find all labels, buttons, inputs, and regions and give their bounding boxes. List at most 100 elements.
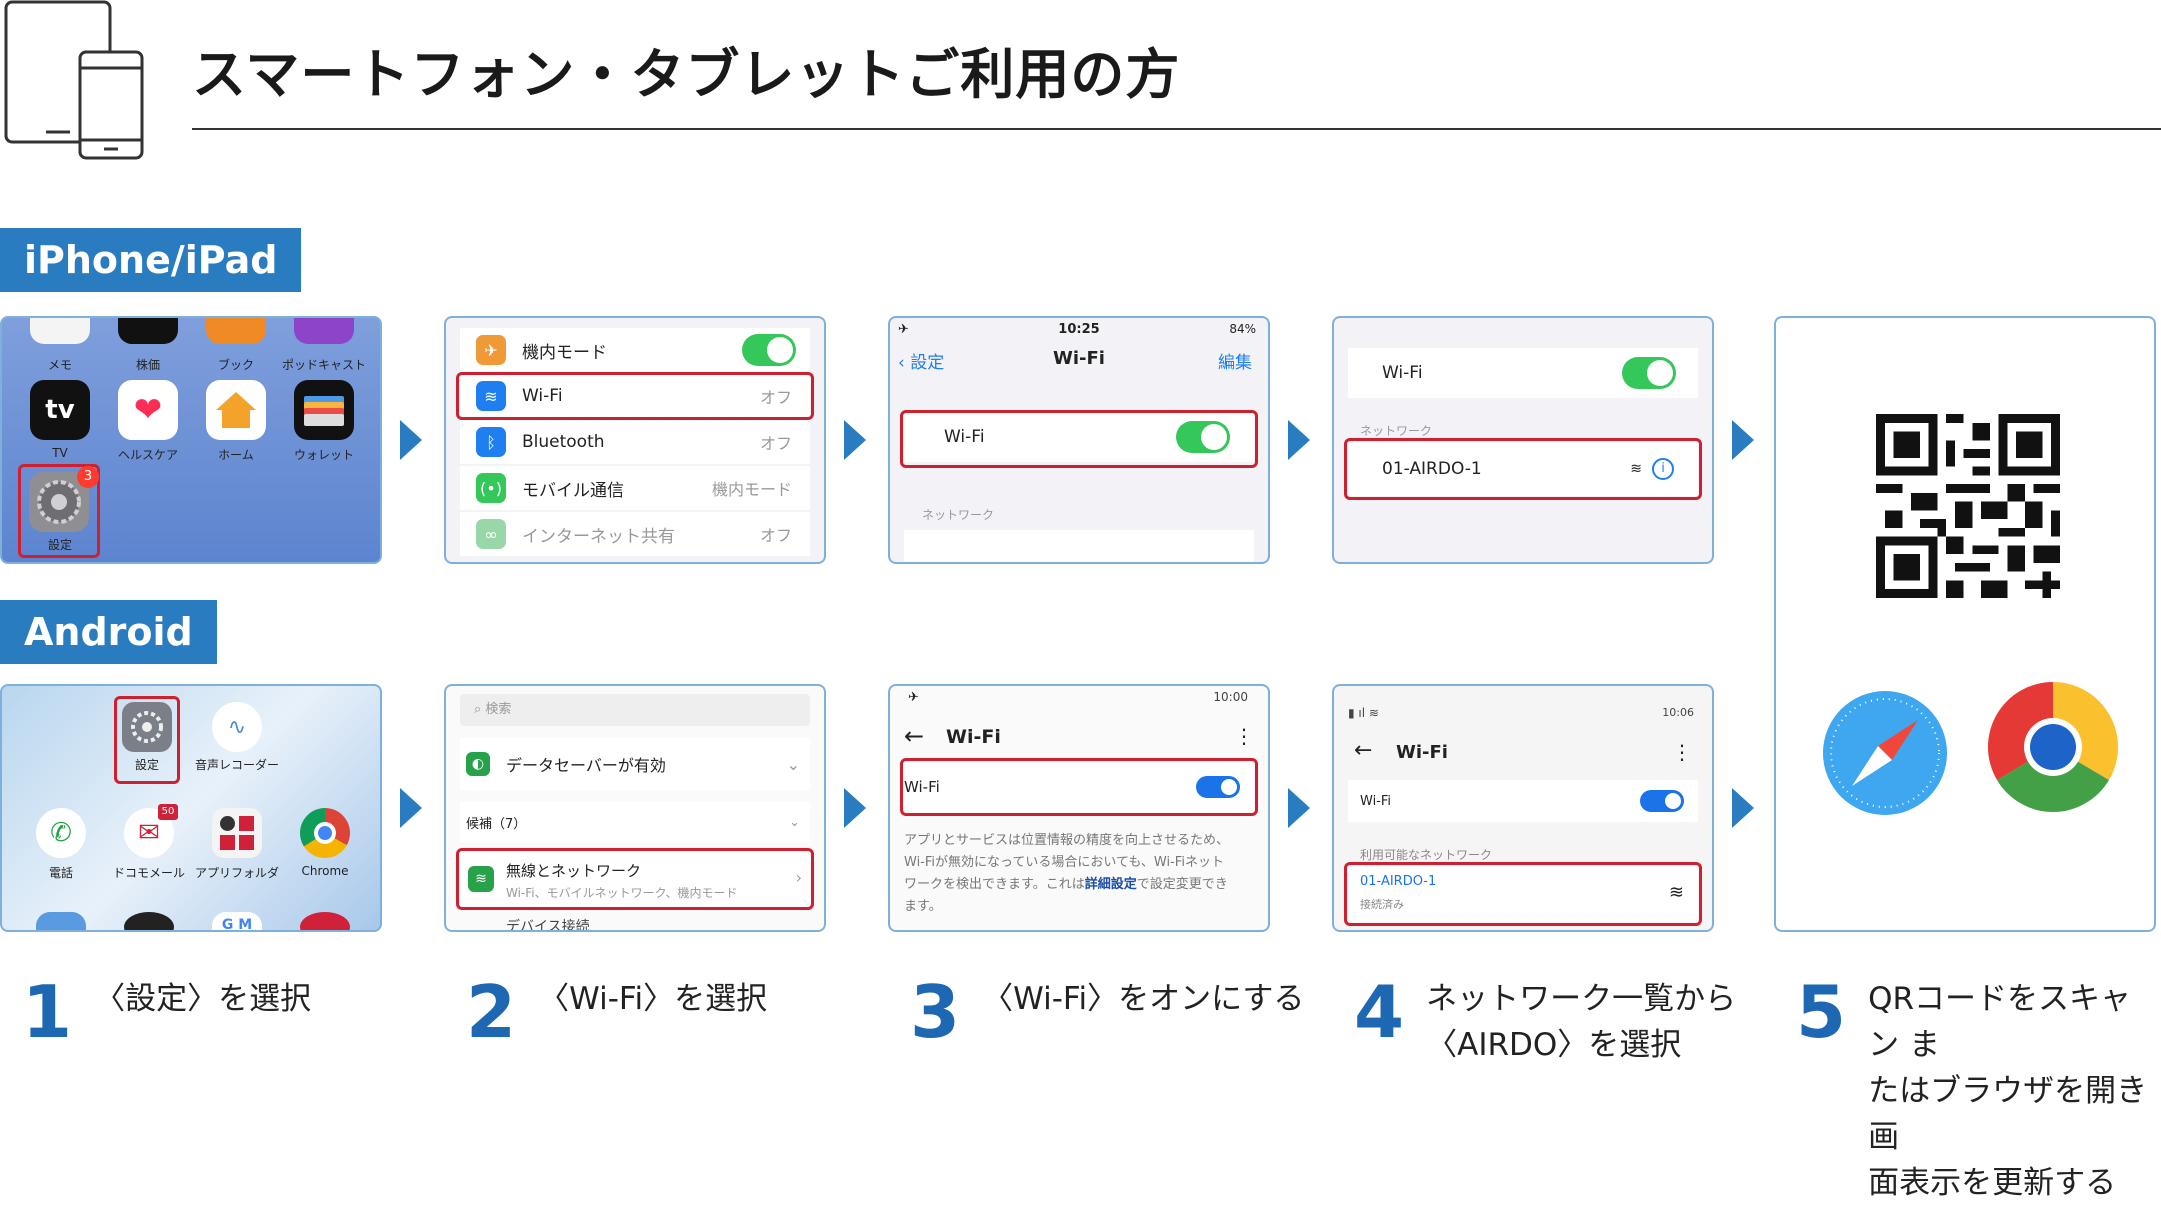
voice-recorder-icon[interactable]: ∿ [212, 702, 262, 752]
app-icon[interactable] [300, 912, 350, 930]
info-icon[interactable]: i [1652, 458, 1674, 480]
wifi-toggle-highlight [900, 410, 1258, 468]
row-value: オフ [759, 434, 792, 453]
wifi-signal-icon: ≋ [1630, 461, 1642, 477]
row-title: 無線とネットワーク [506, 862, 642, 880]
wifi-row[interactable]: Wi-Fi [1348, 348, 1698, 398]
apple-tv-app-icon[interactable]: tv [30, 380, 90, 440]
wifi-row[interactable]: ≋ Wi-Fi オフ [460, 374, 810, 418]
wifi-toggle[interactable] [1640, 790, 1684, 812]
chrome-center [314, 822, 336, 844]
wallet-app-icon[interactable] [294, 380, 354, 440]
wifi-toggle[interactable] [1196, 776, 1240, 798]
wifi-toggle[interactable] [1176, 421, 1230, 453]
network-section-label: ネットワーク [922, 508, 995, 522]
row-label: Wi-Fi [904, 778, 940, 796]
google-folder-icon[interactable]: G M [212, 912, 262, 930]
row-subtitle: Wi-Fi、モバイルネットワーク、機内モード [506, 886, 738, 900]
app-label: ヘルスケア [117, 448, 178, 462]
app-label: 電話 [48, 866, 73, 880]
row-value: 機内モード [711, 480, 792, 499]
network-name: 01-AIRDO-1 [1382, 459, 1482, 479]
wifi-toggle-row[interactable]: Wi-Fi [904, 762, 1254, 812]
ios-wifi-screen: ✈ 10:25 84% ‹ 設定 Wi-Fi 編集 Wi-Fi ネットワーク [888, 316, 1270, 564]
airdo-network-row[interactable]: 01-AIRDO-1 ≋ i [1348, 442, 1698, 496]
advanced-settings-link[interactable]: 詳細設定 [1084, 877, 1137, 892]
status-time: 10:25 [1058, 322, 1100, 337]
step-text: 〈Wi-Fi〉を選択 [538, 976, 767, 1048]
app-icon[interactable] [124, 912, 174, 930]
row-label: Wi-Fi [1360, 793, 1392, 809]
search-input[interactable]: ⌕ 検索 [460, 694, 810, 726]
datasaver-row[interactable]: ◐ データセーバーが有効 ⌄ [460, 738, 810, 790]
more-options-icon[interactable]: ⋮ [1234, 724, 1254, 748]
network-settings-highlight [456, 848, 814, 910]
tv-glyph: tv [45, 395, 75, 425]
suggestions-row[interactable]: 候補（7） ⌄ [460, 802, 810, 842]
folder-app-icon [220, 816, 235, 831]
more-options-icon[interactable]: ⋮ [1672, 740, 1692, 764]
mobile-data-row[interactable]: (•) モバイル通信 機内モード [460, 466, 810, 510]
qr-code-icon[interactable] [1876, 414, 2060, 598]
back-arrow-icon[interactable]: ← [1354, 738, 1373, 763]
step-line: 〈Wi-Fi〉を選択 [538, 981, 768, 1017]
desc-line: アプリとサービスは位置情報の精度を向上させるため、 [904, 833, 1230, 848]
airdo-network-row[interactable]: 01-AIRDO-1 接続済み ≋ [1348, 866, 1698, 922]
airplane-icon: ✈ [476, 335, 506, 365]
android-home-screen: 設定 ∿ 音声レコーダー ✆ ✉ 50 電話 ドコモメール アプリフォルダ Ch… [0, 684, 382, 932]
network-status: 接続済み [1360, 898, 1404, 911]
step-line: 〈設定〉を選択 [94, 981, 312, 1017]
arrow-right-icon [1288, 788, 1310, 828]
android-settings-screen: ⌕ 検索 ◐ データセーバーが有効 ⌄ 候補（7） ⌄ ≋ 無線とネットワーク … [444, 684, 826, 932]
bluetooth-icon: ᛒ [476, 427, 506, 457]
step-number: 3 [910, 970, 961, 1054]
wifi-toggle[interactable] [1622, 357, 1676, 389]
network-settings-row[interactable]: ≋ 無線とネットワーク Wi-Fi、モバイルネットワーク、機内モード › [460, 852, 810, 908]
step-line: ネットワーク一覧から [1426, 981, 1737, 1017]
tablet-phone-icon [4, 0, 144, 160]
chrome-icon[interactable] [1986, 680, 2120, 814]
ios-settings-screen: ✈ 機内モード ≋ Wi-Fi オフ ᛒ Bluetooth オフ (•) モバ… [444, 316, 826, 564]
device-connection-row[interactable]: デバイス接続 [506, 919, 590, 932]
network-highlight [1344, 438, 1702, 500]
chrome-small-icon[interactable] [300, 808, 350, 858]
screen-title: Wi-Fi [1053, 348, 1105, 369]
step-line: QRコードをスキャン ま [1868, 981, 2132, 1063]
step-line: たはブラウザを開き画 [1868, 1073, 2148, 1155]
available-networks-label: 利用可能なネットワーク [1360, 848, 1493, 862]
stocks-app-icon [118, 318, 178, 344]
row-label: Wi-Fi [944, 427, 985, 447]
folder-app-icon [239, 835, 254, 850]
step-text: 〈Wi-Fi〉をオンにする [982, 976, 1304, 1048]
app-label: 株価 [135, 358, 160, 372]
home-app-icon[interactable] [206, 380, 266, 440]
status-signal-icon: ▮ ıl ≋ [1348, 706, 1379, 720]
app-label: メモ [47, 358, 72, 372]
airplane-mode-row[interactable]: ✈ 機内モード [460, 328, 810, 372]
wifi-toggle-row[interactable]: Wi-Fi [904, 412, 1254, 462]
row-label: Wi-Fi [1382, 363, 1423, 383]
network-list [904, 530, 1254, 562]
wifi-toggle-row[interactable]: Wi-Fi [1348, 780, 1698, 822]
files-app-icon[interactable] [36, 912, 86, 930]
app-folder-icon[interactable] [212, 808, 262, 858]
airplane-status-icon: ✈ [898, 322, 909, 337]
wallet-icon [304, 396, 344, 426]
health-app-icon[interactable]: ❤ [118, 380, 178, 440]
back-arrow-icon[interactable]: ← [904, 722, 925, 750]
back-button[interactable]: ‹ 設定 [898, 353, 945, 373]
step-5: 5 QRコードをスキャン またはブラウザを開き画面表示を更新する [1796, 976, 2161, 1206]
settings-app-icon[interactable] [122, 702, 172, 752]
arrow-right-icon [400, 788, 422, 828]
safari-icon[interactable] [1820, 688, 1950, 818]
phone-icon[interactable]: ✆ [36, 808, 86, 858]
airplane-toggle[interactable] [742, 334, 796, 366]
hotspot-row[interactable]: ∞ インターネット共有 オフ [460, 512, 810, 556]
desc-line: で設定変更でき [1136, 877, 1228, 892]
datasaver-icon: ◐ [466, 752, 490, 776]
step-4: 4 ネットワーク一覧から〈AIRDO〉を選択 [1354, 976, 1736, 1068]
hotspot-icon: ∞ [476, 519, 506, 549]
notes-app-icon [30, 318, 90, 344]
edit-button[interactable]: 編集 [1218, 353, 1252, 373]
bluetooth-row[interactable]: ᛒ Bluetooth オフ [460, 420, 810, 464]
